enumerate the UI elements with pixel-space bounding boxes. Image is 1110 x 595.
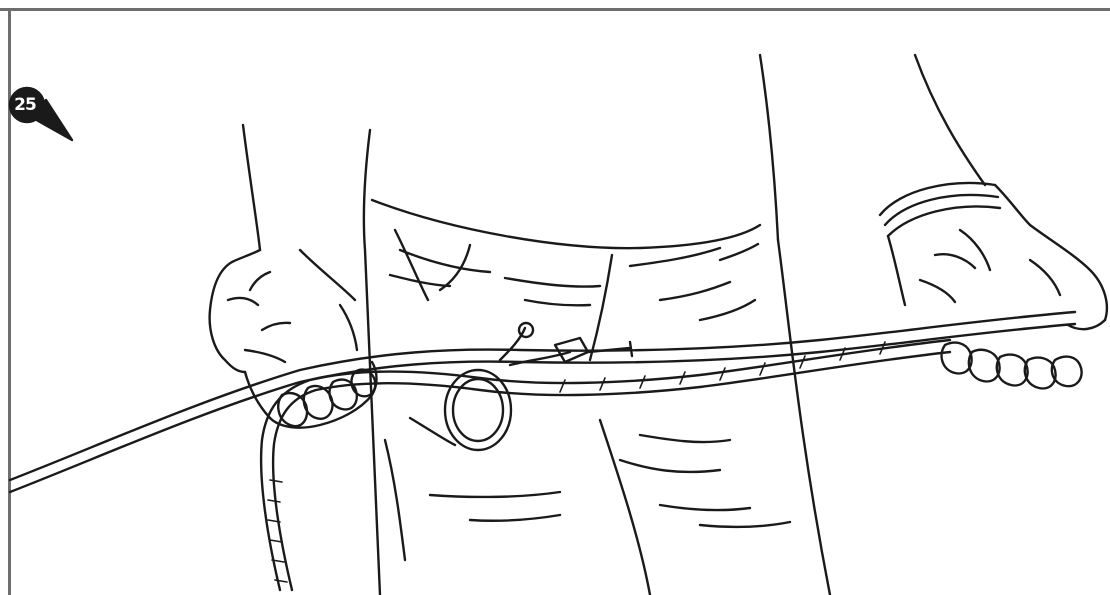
right-hand — [880, 183, 1107, 388]
step-number-label: 25 — [10, 90, 40, 120]
rope-braided — [261, 340, 950, 590]
rope-main — [10, 312, 1075, 492]
torso-outline — [243, 55, 985, 595]
